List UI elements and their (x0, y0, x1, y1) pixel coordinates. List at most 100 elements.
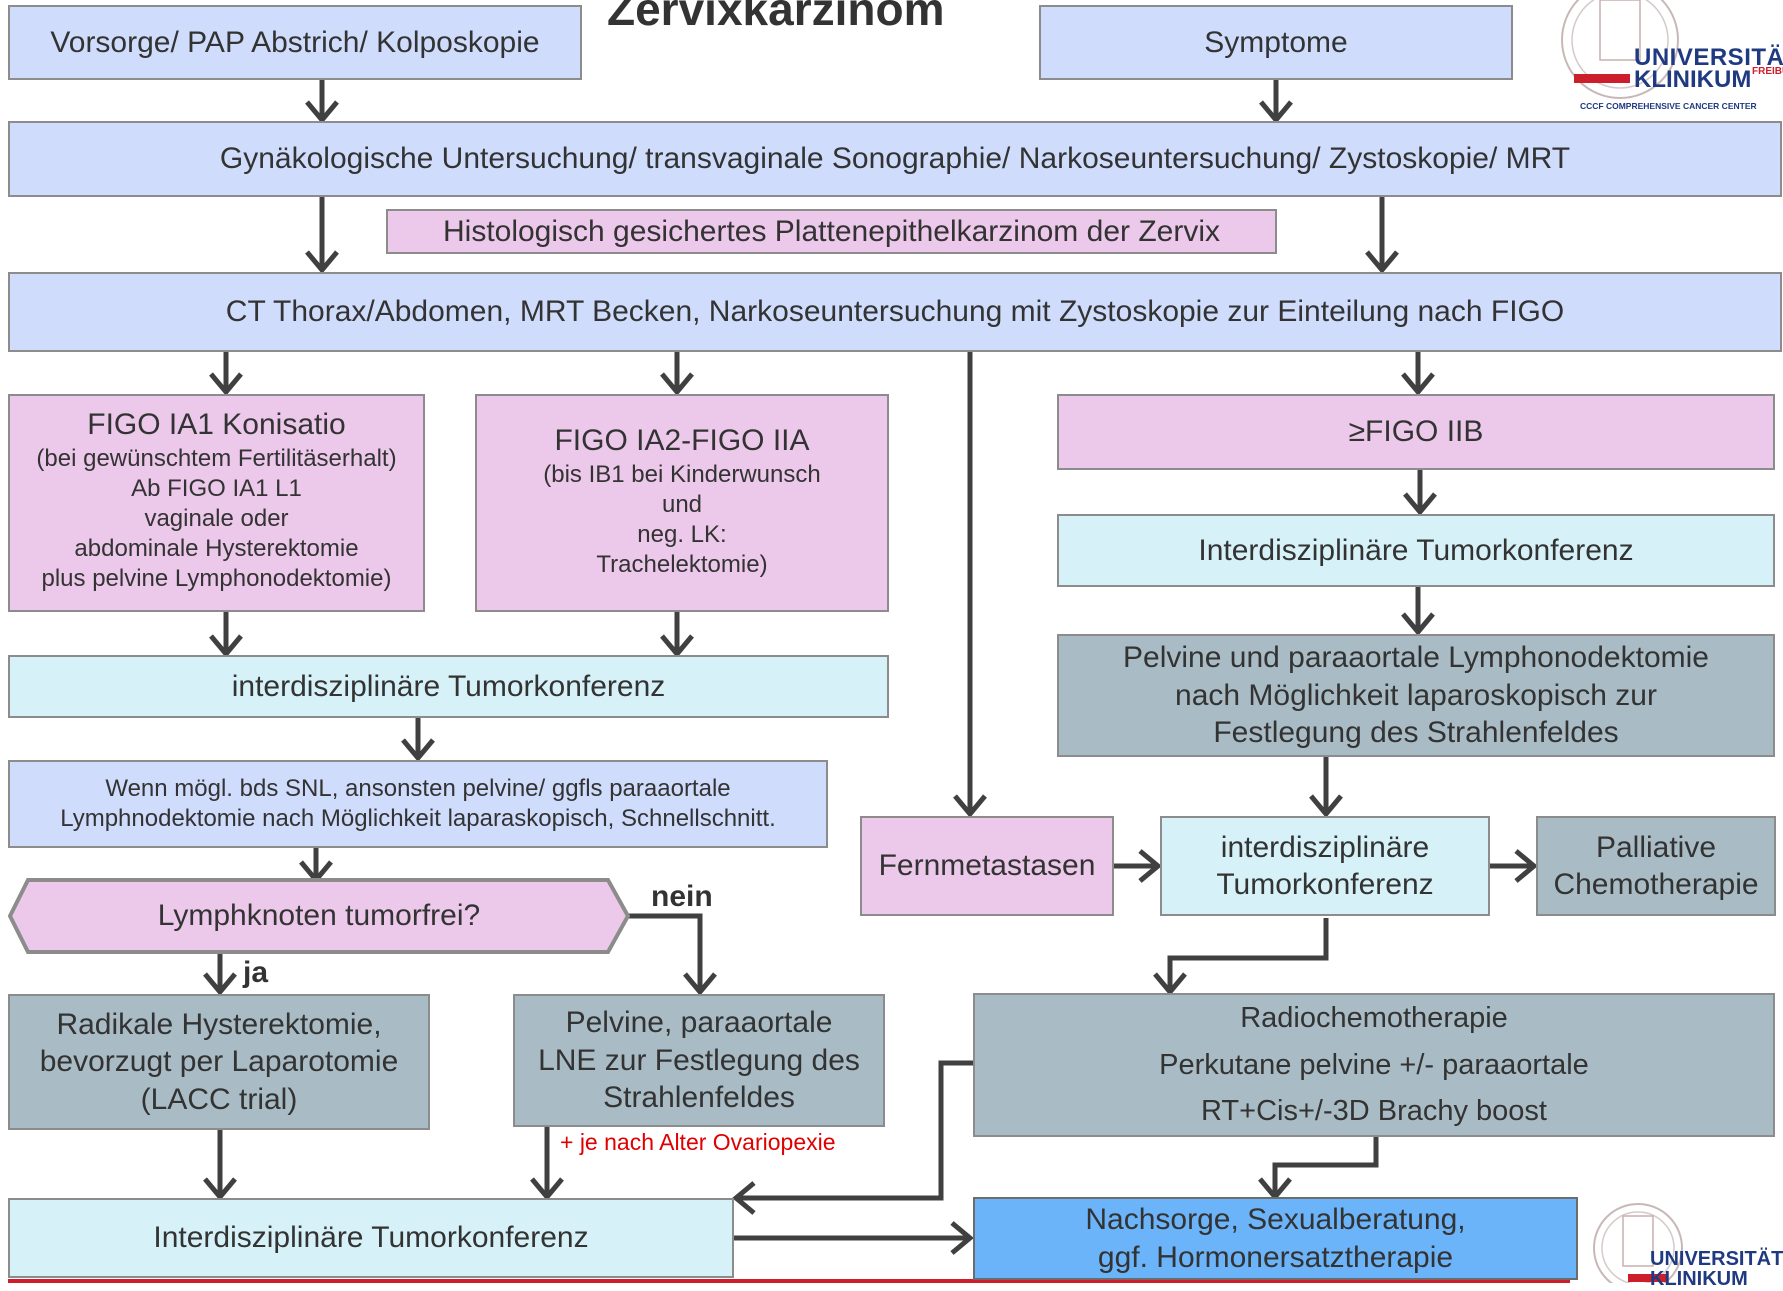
node-histologie-text: Histologisch gesichertes Plattenepithelk… (442, 214, 1220, 248)
node-radikale-hysterektomie: Radikale Hysterektomie, bevorzugt per La… (8, 994, 430, 1130)
node-figo-ia2-line: (bis IB1 bei Kinderwunsch (543, 460, 821, 488)
node-figo-ia1-line: (bei gewünschtem Fertilitäserhalt) (36, 444, 397, 472)
logo-text-freiburg: FREIBURG (1752, 66, 1783, 77)
arrow-untersuchung-staging-right (1365, 197, 1399, 274)
node-figo-iib: ≥FIGO IIB (1057, 394, 1775, 470)
arrow-question-pelvine (628, 913, 717, 996)
node-snl-line: Wenn mögl. bds SNL, ansonsten pelvine/ g… (105, 775, 731, 802)
node-snl: Wenn mögl. bds SNL, ansonsten pelvine/ g… (8, 760, 828, 848)
arrow-tk-left-snl (401, 718, 435, 762)
node-staging-text: CT Thorax/Abdomen, MRT Becken, Narkoseun… (225, 295, 1565, 329)
node-figo-ia2-line: und (661, 490, 703, 518)
arrow-ia1-tk-left (209, 612, 243, 658)
note-ovariopexie: + je nach Alter Ovariopexie (560, 1129, 836, 1155)
node-tumorkonferenz-mid: interdisziplinäre Tumorkonferenz (1160, 816, 1490, 916)
node-radiochemo-line: Perkutane pelvine +/- paraaortale (1159, 1048, 1589, 1081)
node-snl-line: Lymphnodektomie nach Möglichkeit laparas… (60, 805, 776, 832)
node-figo-ia2-title: FIGO IA2-FIGO IIA (554, 424, 810, 457)
node-figo-ia1-line: Ab FIGO IA1 L1 (131, 474, 302, 502)
arrow-staging-iib (1401, 352, 1435, 396)
node-histologie: Histologisch gesichertes Plattenepithelk… (386, 209, 1277, 254)
arrow-vorsorge-untersuchung (305, 80, 339, 124)
seal-icon (1561, 0, 1679, 99)
label-ja: ja (243, 956, 269, 989)
node-nachsorge-line: Nachsorge, Sexualberatung, (1085, 1203, 1466, 1236)
logo-text-cccf: CCCF COMPREHENSIVE CANCER CENTER (1580, 101, 1757, 111)
node-tumorkonferenz-iib-text: Interdisziplinäre Tumorkonferenz (1198, 533, 1634, 567)
node-pelvine-lne-line: Pelvine, paraaortale (565, 1006, 833, 1040)
node-tumorkonferenz-left-text: interdisziplinäre Tumorkonferenz (231, 669, 666, 703)
arrow-tk-mid-palliativ (1490, 849, 1538, 883)
node-radikale-line: bevorzugt per Laparotomie (39, 1045, 399, 1079)
node-tumorkonferenz-bottom-text: Interdisziplinäre Tumorkonferenz (153, 1221, 589, 1255)
node-lymphonodektomie-line: nach Möglichkeit laparoskopisch zur (1175, 678, 1657, 712)
node-lymphonodektomie-line: Festlegung des Strahlenfeldes (1213, 716, 1619, 750)
node-radikale-line: (LACC trial) (140, 1082, 298, 1116)
node-staging: CT Thorax/Abdomen, MRT Becken, Narkoseun… (8, 272, 1782, 352)
node-tumorkonferenz-mid-line: Tumorkonferenz (1216, 868, 1434, 901)
node-radiochemo-line: Radiochemotherapie (1240, 1002, 1508, 1035)
footer-line (8, 1279, 1570, 1283)
arrow-staging-ia2 (660, 352, 694, 396)
node-lymphonodektomie-line: Pelvine und paraaortale Lymphonodektomie (1123, 641, 1709, 675)
node-figo-ia2-line: neg. LK: (637, 520, 727, 548)
logo-text-klinikum: KLINIKUM (1634, 66, 1752, 93)
node-pelvine-lne-line: LNE zur Festlegung des (538, 1043, 860, 1077)
node-figo-ia1-title: FIGO IA1 Konisatio (87, 408, 346, 441)
node-palliativ-line: Palliative (1595, 830, 1717, 864)
node-figo-ia2-line: Trachelektomie) (596, 550, 768, 578)
node-lymphonodektomie-paraaortal: Pelvine und paraaortale Lymphonodektomie… (1057, 634, 1775, 757)
node-untersuchung: Gynäkologische Untersuchung/ transvagina… (8, 121, 1782, 197)
node-tumorkonferenz-mid-line: interdisziplinäre (1220, 830, 1430, 864)
arrow-lne-para-tk-mid (1309, 757, 1343, 818)
node-radikale-line: Radikale Hysterektomie, (56, 1007, 382, 1041)
arrow-tk-bottom-nachsorge (734, 1221, 974, 1255)
node-figo-ia2: FIGO IA2-FIGO IIA (bis IB1 bei Kinderwun… (475, 394, 889, 612)
node-vorsorge-text: Vorsorge/ PAP Abstrich/ Kolposkopie (50, 25, 540, 59)
arrow-iib-tk (1403, 470, 1437, 516)
node-radiochemotherapie: Radiochemotherapie Perkutane pelvine +/-… (973, 993, 1775, 1137)
node-vorsorge: Vorsorge/ PAP Abstrich/ Kolposkopie (8, 5, 582, 80)
logo-text-universitaet: UNIVERSITÄT (1634, 44, 1783, 71)
arrow-symptome-untersuchung (1259, 80, 1293, 124)
arrow-radiochemo-tk-bottom (732, 1060, 973, 1215)
node-radiochemo-line: RT+Cis+/-3D Brachy boost (1201, 1095, 1547, 1128)
decision-shape (8, 878, 630, 954)
page-title: Zervixkarzinom (607, 0, 945, 35)
arrow-question-radikale (203, 952, 237, 996)
node-palliativ: Palliative Chemotherapie (1536, 816, 1776, 916)
arrow-untersuchung-staging-left (305, 197, 339, 274)
node-figo-iib-text: ≥FIGO IIB (1348, 415, 1484, 449)
arrow-fernmetastasen-tk-mid (1114, 849, 1162, 883)
node-tumorkonferenz-bottom: Interdisziplinäre Tumorkonferenz (8, 1198, 734, 1278)
node-lymphknoten-question: Lymphknoten tumorfrei? (8, 878, 630, 954)
node-untersuchung-text: Gynäkologische Untersuchung/ transvagina… (219, 142, 1571, 176)
node-tumorkonferenz-iib: Interdisziplinäre Tumorkonferenz (1057, 514, 1775, 587)
node-symptome: Symptome (1039, 5, 1513, 80)
label-nein: nein (651, 880, 713, 913)
node-nachsorge-line: ggf. Hormonersatztherapie (1097, 1240, 1454, 1274)
node-pelvine-lne-line: Strahlenfeldes (603, 1081, 795, 1115)
node-tumorkonferenz-left: interdisziplinäre Tumorkonferenz (8, 655, 889, 718)
arrow-snl-question (299, 848, 333, 884)
arrow-staging-fernmetastasen (953, 352, 987, 818)
node-symptome-text: Symptome (1204, 25, 1348, 59)
arrow-ia2-tk-left (660, 612, 694, 658)
node-figo-ia1-line: plus pelvine Lymphonodektomie) (41, 564, 392, 592)
node-figo-ia1-line: abdominale Hysterektomie (74, 534, 359, 562)
node-fernmetastasen: Fernmetastasen (860, 816, 1114, 916)
seal-icon (1593, 1203, 1683, 1291)
node-nachsorge: Nachsorge, Sexualberatung, ggf. Hormoner… (973, 1197, 1578, 1280)
node-pelvine-lne: Pelvine, paraaortale LNE zur Festlegung … (513, 994, 885, 1127)
arrow-staging-ia1 (209, 352, 243, 396)
node-palliativ-line: Chemotherapie (1553, 868, 1759, 901)
node-fernmetastasen-text: Fernmetastasen (878, 849, 1096, 883)
arrow-tk-mid-radiochemo (1153, 918, 1329, 996)
logo-text-universitaet: UNIVERSITÄT (1650, 1248, 1783, 1270)
node-figo-ia1-line: vaginale oder (144, 504, 289, 532)
arrow-pelvine-tk-bottom (530, 1127, 564, 1201)
node-figo-ia1: FIGO IA1 Konisatio (bei gewünschtem Fert… (8, 394, 425, 612)
university-logo: UNIVERSITÄT KLINIKUM FREIBURG CCCF COMPR… (1530, 0, 1783, 120)
arrow-tk-lne-para (1401, 587, 1435, 636)
